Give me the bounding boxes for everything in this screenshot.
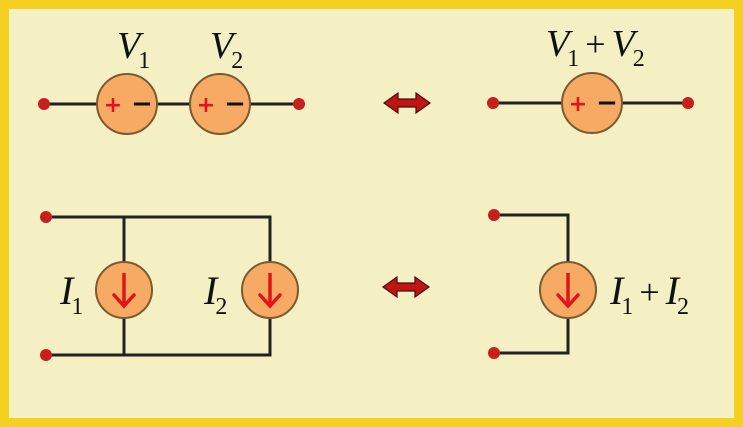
- terminal-dot: [488, 209, 500, 221]
- minus-sign: −: [224, 89, 246, 119]
- terminal-dot: [40, 211, 52, 223]
- voltage-source-1: + −: [96, 73, 158, 135]
- current-parallel-circuit: I1 I2: [40, 211, 299, 361]
- terminal-dot: [487, 97, 499, 109]
- terminal-dot: [38, 98, 50, 110]
- wire: [494, 213, 570, 262]
- label-i2: I2: [203, 268, 227, 320]
- plus-sign: +: [197, 93, 215, 118]
- voltage-source-2: + −: [189, 73, 251, 135]
- voltage-source-equivalent: + −: [561, 72, 623, 134]
- label-i1: I1: [59, 268, 83, 320]
- label-v1-plus-v2: V1+V2: [546, 23, 645, 72]
- label-v2: V2: [210, 25, 243, 74]
- double-arrow-icon: [382, 91, 432, 115]
- label-v1: V1: [117, 25, 150, 74]
- voltage-series-circuit: + − V1 + − V2: [38, 25, 305, 135]
- terminal-dot: [293, 98, 305, 110]
- wire: [46, 318, 272, 357]
- plus-sign: +: [569, 92, 587, 117]
- current-source-2: [241, 261, 299, 319]
- label-i1-plus-i2: I1+I2: [609, 268, 689, 320]
- double-arrow-icon: [381, 275, 431, 299]
- minus-sign: −: [596, 88, 618, 118]
- terminal-dot: [40, 349, 52, 361]
- down-arrow-icon: [112, 273, 136, 309]
- current-source-1: [95, 261, 153, 319]
- down-arrow-icon: [258, 273, 282, 309]
- terminal-dot: [488, 347, 500, 359]
- plus-sign: +: [104, 93, 122, 118]
- minus-sign: −: [131, 89, 153, 119]
- down-arrow-icon: [556, 273, 580, 309]
- voltage-equivalent-circuit: + − V1+V2: [487, 23, 694, 134]
- diagram-background: [9, 9, 734, 418]
- current-equivalent-circuit: I1+I2: [488, 209, 689, 359]
- terminal-dot: [682, 97, 694, 109]
- wire: [46, 215, 272, 262]
- wire: [494, 318, 570, 355]
- current-source-equivalent: [539, 261, 597, 319]
